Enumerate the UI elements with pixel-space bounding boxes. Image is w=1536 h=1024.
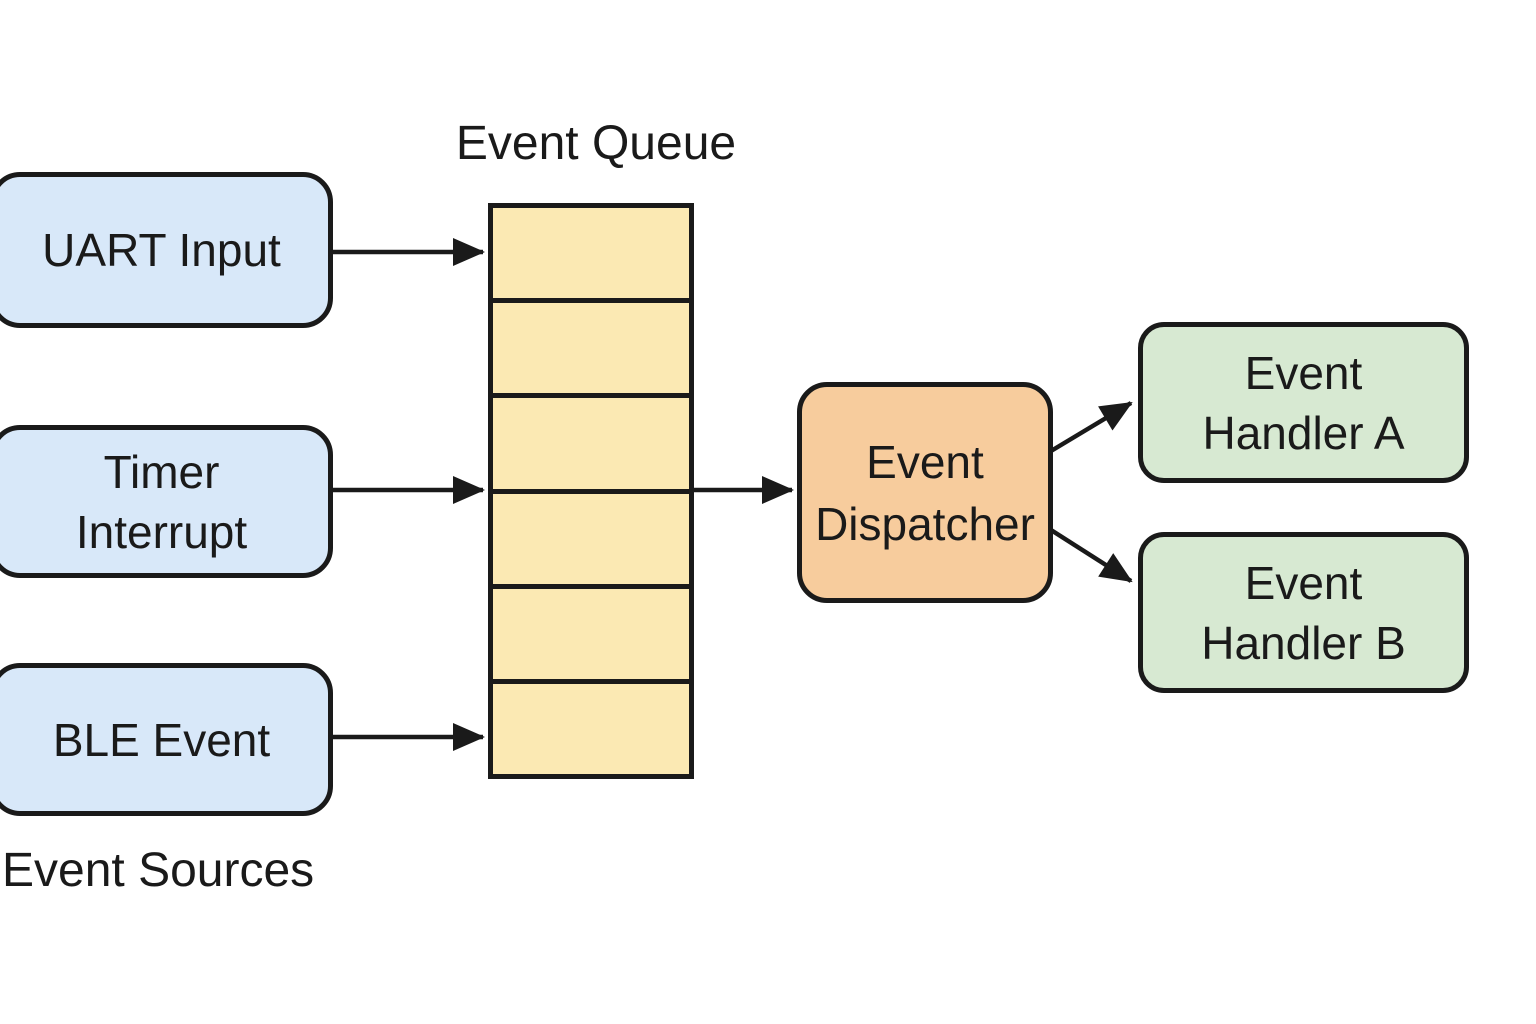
dispatcher-box: Event Dispatcher <box>797 382 1053 603</box>
queue-cell <box>493 298 689 393</box>
handler-b-label-line2: Handler B <box>1201 616 1406 669</box>
handler-a-label-line1: Event <box>1244 346 1363 399</box>
arrow-dispatcher-to-handler-b <box>1049 528 1133 583</box>
queue-cell <box>493 488 689 584</box>
queue-cell <box>493 393 689 488</box>
source-box-ble-label: BLE Event <box>52 713 271 766</box>
handler-b-box: Event Handler B <box>1138 532 1469 693</box>
event-queue <box>488 203 694 779</box>
dispatcher-label-line1: Event <box>866 435 984 488</box>
queue-title: Event Queue <box>455 117 737 170</box>
dispatcher-label-line2: Dispatcher <box>815 497 1035 550</box>
handler-a-label-line2: Handler A <box>1202 406 1405 459</box>
queue-cell <box>493 678 689 774</box>
source-box-timer-label-line1: Timer <box>103 445 220 498</box>
arrow-dispatcher-to-handler-a <box>1049 401 1133 453</box>
queue-cell <box>493 208 689 298</box>
source-box-timer: Timer Interrupt <box>0 425 333 578</box>
queue-cell <box>493 583 689 679</box>
handler-b-label-line1: Event <box>1244 556 1363 609</box>
source-box-uart: UART Input <box>0 172 333 328</box>
handler-a-box: Event Handler A <box>1138 322 1469 483</box>
source-box-timer-label-line2: Interrupt <box>75 505 248 558</box>
source-box-ble: BLE Event <box>0 663 333 816</box>
source-box-uart-label: UART Input <box>42 224 281 276</box>
sources-group-label: Event Sources <box>2 844 315 897</box>
